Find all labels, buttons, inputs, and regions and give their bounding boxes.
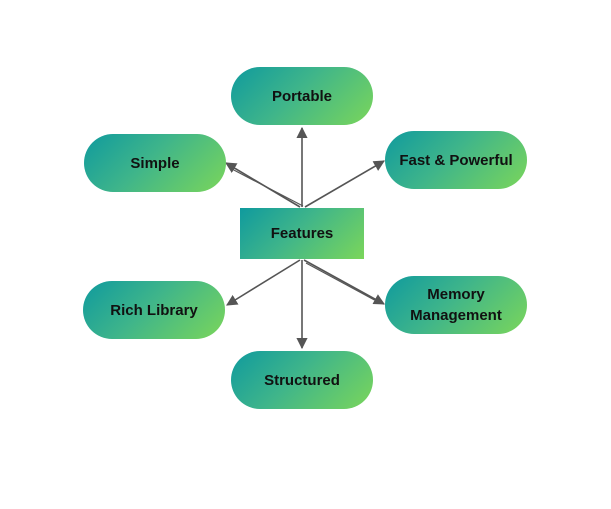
node-label: Structured <box>264 371 340 389</box>
node-structured: Structured <box>231 351 373 409</box>
node-fast-powerful: Fast & Powerful <box>385 131 527 189</box>
node-label: Features <box>270 225 334 242</box>
node-label: Fast & Powerful <box>399 151 513 169</box>
arrow-to-memory-management <box>303 259 385 305</box>
node-rich-library: Rich Library <box>83 281 225 339</box>
node-memory-management: Memory Management <box>385 276 527 334</box>
arrow-to-simple-stroke2 <box>229 167 304 207</box>
node-label: Simple <box>130 154 180 172</box>
node-label: Memory Management <box>410 286 502 324</box>
arrow-to-rich-library <box>226 259 301 306</box>
node-simple: Simple <box>84 134 226 192</box>
node-label: Rich Library <box>110 301 198 319</box>
arrow-to-fast-powerful <box>304 160 385 208</box>
node-features-center: Features <box>240 208 364 259</box>
arrow-to-memory-management-stroke2 <box>305 262 381 304</box>
node-label: Portable <box>271 87 332 105</box>
node-portable: Portable <box>231 67 373 125</box>
